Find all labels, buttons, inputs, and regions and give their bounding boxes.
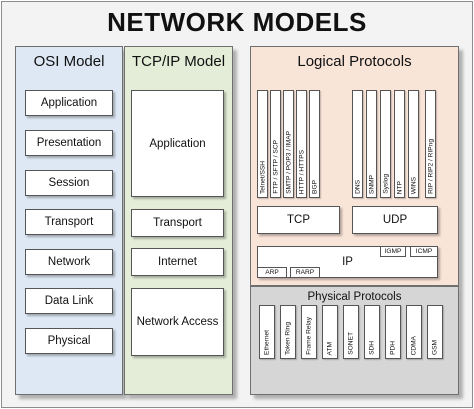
osi-layer-application: Application	[25, 90, 113, 116]
protocol-rip-rip2-ripng-label: RIP / RIP2 / RIPng	[427, 139, 434, 194]
protocol-icmp: ICMP	[410, 246, 438, 257]
protocol-atm: ATM	[322, 305, 338, 359]
protocol-telnet-ssh: Telnet/SSH	[257, 90, 268, 198]
protocol-frame-relay-label: Frame Relay	[305, 317, 313, 355]
protocol-rarp: RARP	[290, 267, 320, 278]
protocol-frame-relay: Frame Relay	[301, 305, 317, 359]
protocol-bgp-label: BGP	[311, 180, 318, 194]
protocol-sdh-label: SDH	[368, 341, 376, 355]
protocol-sonet: SONET	[343, 305, 359, 359]
protocol-ntp-label: NTP	[396, 180, 403, 194]
protocol-bgp: BGP	[309, 90, 320, 198]
protocol-http-https-label: HTTP / HTTPS	[298, 149, 305, 194]
protocol-atm-label: ATM	[326, 341, 334, 355]
protocol-ethernet: Ethernet	[259, 305, 275, 359]
protocol-cdma: CDMA	[406, 305, 422, 359]
protocol-igmp: IGMP	[380, 246, 406, 257]
protocol-sdh: SDH	[364, 305, 380, 359]
protocol-ethernet-label: Ethernet	[263, 330, 271, 355]
protocol-snmp-label: SNMP	[368, 174, 375, 194]
osi-layer-presentation: Presentation	[25, 130, 113, 156]
tcpip-layer-transport: Transport	[131, 209, 224, 237]
tcpip-layer-internet: Internet	[131, 248, 224, 276]
protocol-smtp-pop3-imap-label: SMTP / POP3 / IMAP	[285, 131, 292, 194]
protocol-token-ring-label: Token Ring	[284, 322, 292, 355]
protocol-gsm: GSM	[427, 305, 443, 359]
osi-layer-physical: Physical	[25, 328, 113, 354]
protocol-sonet-label: SONET	[347, 332, 355, 355]
osi-layer-session: Session	[25, 170, 113, 196]
protocol-telnet-ssh-label: Telnet/SSH	[259, 161, 266, 194]
udp-box: UDP	[352, 206, 438, 234]
protocol-http-https: HTTP / HTTPS	[296, 90, 307, 198]
protocol-wins: WINS	[408, 90, 419, 198]
ip-label: IP	[342, 256, 353, 268]
physical-protocols-title: Physical Protocols	[307, 291, 402, 303]
protocol-dns-label: DNS	[354, 180, 361, 194]
diagram-title: NETWORK MODELS	[107, 7, 367, 37]
tcpip-layer-network-access: Network Access	[131, 288, 224, 356]
protocol-ftp-sftp-scp-label: FTP / SFTP / SCP	[272, 140, 279, 194]
ip-box: IP	[257, 246, 438, 278]
logical-protocols-title: Logical Protocols	[297, 53, 412, 70]
tcp-box: TCP	[257, 206, 340, 234]
protocol-smtp-pop3-imap: SMTP / POP3 / IMAP	[283, 90, 294, 198]
protocol-ftp-sftp-scp: FTP / SFTP / SCP	[270, 90, 281, 198]
protocol-syslog: Syslog	[380, 90, 391, 198]
protocol-dns: DNS	[352, 90, 363, 198]
protocol-pdh: PDH	[385, 305, 401, 359]
protocol-rip-rip2-ripng: RIP / RIP2 / RIPng	[425, 90, 436, 198]
tcpip-model-title: TCP/IP Model	[131, 53, 226, 70]
protocol-wins-label: WINS	[410, 176, 417, 194]
protocol-syslog-label: Syslog	[382, 174, 389, 194]
protocol-token-ring: Token Ring	[280, 305, 296, 359]
protocol-cdma-label: CDMA	[410, 335, 418, 355]
osi-layer-data-link: Data Link	[25, 288, 113, 314]
protocol-snmp: SNMP	[366, 90, 377, 198]
osi-layer-network: Network	[25, 249, 113, 275]
protocol-ntp: NTP	[394, 90, 405, 198]
osi-layer-transport: Transport	[25, 209, 113, 235]
tcpip-layer-application: Application	[131, 90, 224, 197]
protocol-gsm-label: GSM	[431, 339, 439, 355]
protocol-arp: ARP	[257, 267, 287, 278]
osi-model-title: OSI Model	[33, 53, 105, 70]
protocol-pdh-label: PDH	[389, 341, 397, 355]
